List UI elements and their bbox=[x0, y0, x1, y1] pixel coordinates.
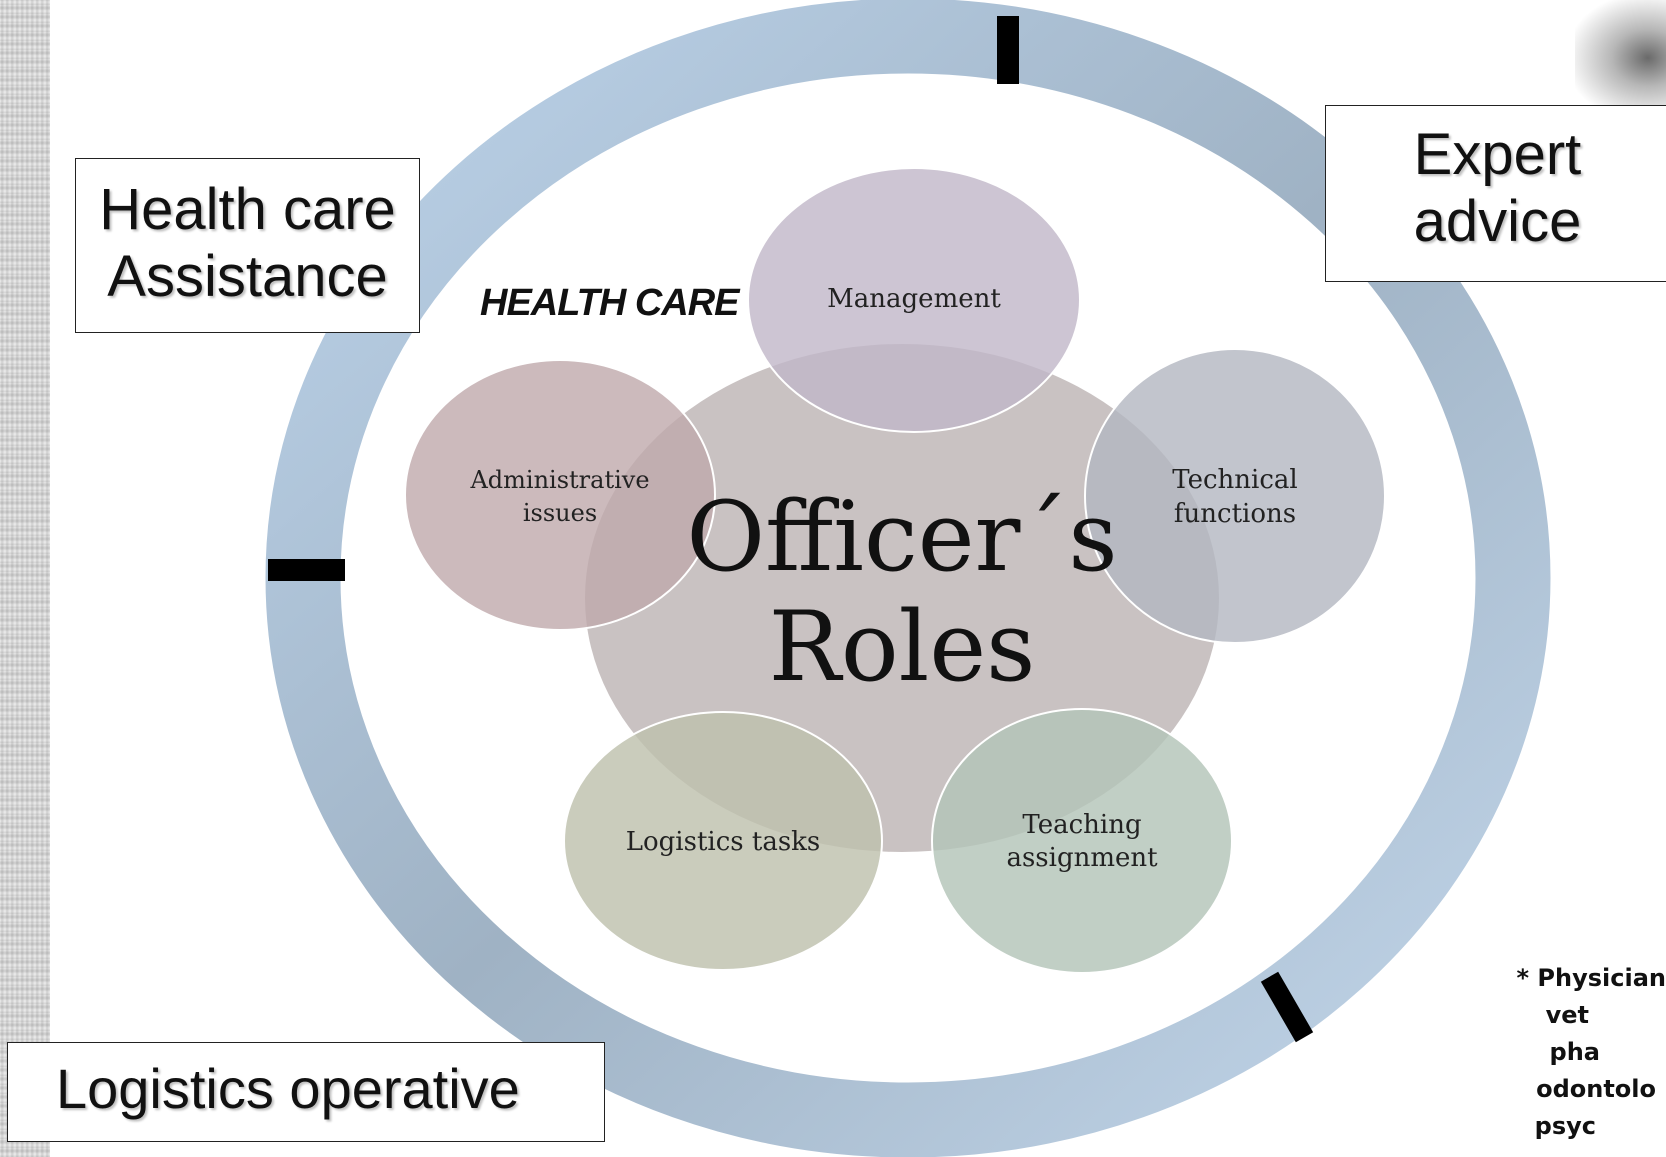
technical-label-line1: Technical bbox=[1172, 465, 1297, 495]
ring-tick-left bbox=[268, 559, 345, 581]
center-label-line2: Roles bbox=[769, 591, 1036, 703]
health-care-assistance-box: Health care Assistance bbox=[75, 158, 420, 333]
footnote-line: psyc bbox=[1534, 1112, 1596, 1140]
footnote-line: vet bbox=[1545, 1001, 1589, 1029]
logistics-operative-box: Logistics operative bbox=[7, 1042, 605, 1142]
teaching-label-line1: Teaching bbox=[1022, 810, 1141, 840]
decorative-left-border bbox=[0, 0, 50, 1157]
administrative-label-line2: issues bbox=[523, 499, 597, 527]
management-circle bbox=[747, 167, 1081, 433]
technical-circle bbox=[1084, 348, 1386, 644]
teaching-label-line2: assignment bbox=[1006, 843, 1158, 873]
footnote-line: odontolo bbox=[1536, 1075, 1656, 1103]
corner-ornament-image bbox=[1575, 0, 1666, 105]
administrative-label-line1: Administrative bbox=[469, 466, 649, 494]
technical-label-line2: functions bbox=[1174, 499, 1296, 529]
footnote-line: * Physician bbox=[1516, 964, 1666, 992]
ring-tick-bottom-right bbox=[1260, 971, 1314, 1043]
expert-advice-box: Expert advice bbox=[1325, 105, 1666, 282]
teaching-circle bbox=[931, 708, 1233, 974]
management-label: Management bbox=[827, 284, 1001, 314]
logistics-circle bbox=[563, 711, 883, 971]
footnote-line: pha bbox=[1549, 1038, 1600, 1066]
health-care-tag: HEALTH CARE bbox=[480, 282, 740, 324]
center-label-line1: Officer´s bbox=[686, 481, 1117, 593]
administrative-circle bbox=[404, 359, 716, 631]
ring-tick-top bbox=[997, 16, 1019, 84]
logistics-label: Logistics tasks bbox=[626, 827, 821, 857]
footnote: * Physician vet pha odontolo psyc bbox=[1400, 960, 1666, 1145]
